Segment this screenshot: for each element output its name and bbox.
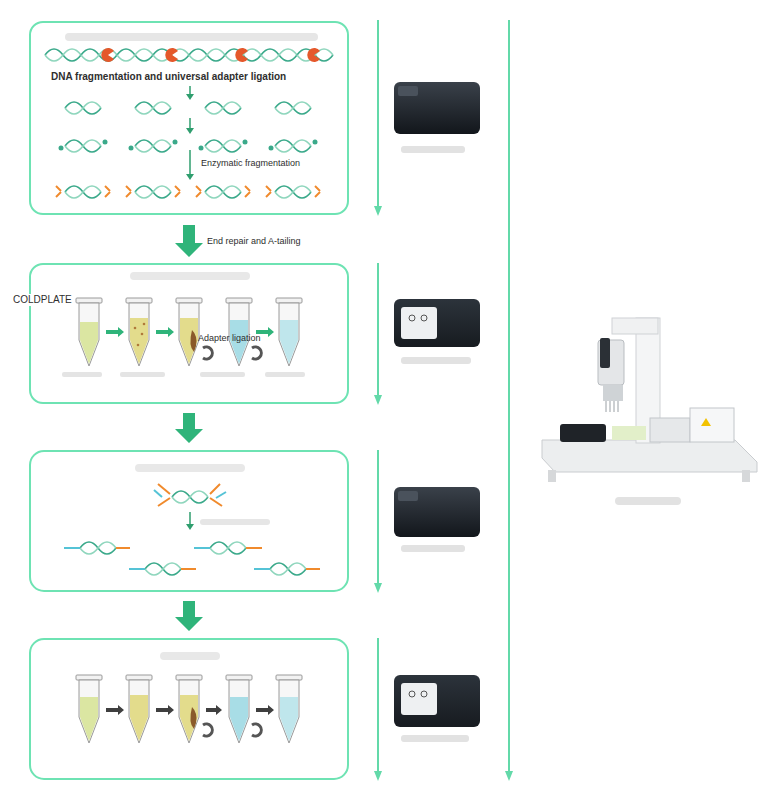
step-panel: Adapter ligation: [29, 263, 349, 404]
arrow-label: End repair and A-tailing: [205, 236, 303, 246]
instrument-picture: [394, 82, 480, 742]
step-label: Adapter ligation: [198, 333, 261, 343]
step-panel: [30, 451, 348, 591]
flow-arrow: [175, 225, 203, 257]
flow-arrow: [175, 413, 203, 631]
step-panel: [30, 639, 348, 779]
robot-picture: [542, 318, 757, 505]
timeline-line: [374, 20, 513, 781]
step-panel: DNA fragmentation and universal adapter …: [29, 21, 349, 215]
step-label: Enzymatic fragmentation: [201, 158, 300, 168]
step-title: DNA fragmentation and universal adapter …: [51, 71, 286, 83]
equipment-label: COLDPLATE: [11, 294, 74, 306]
